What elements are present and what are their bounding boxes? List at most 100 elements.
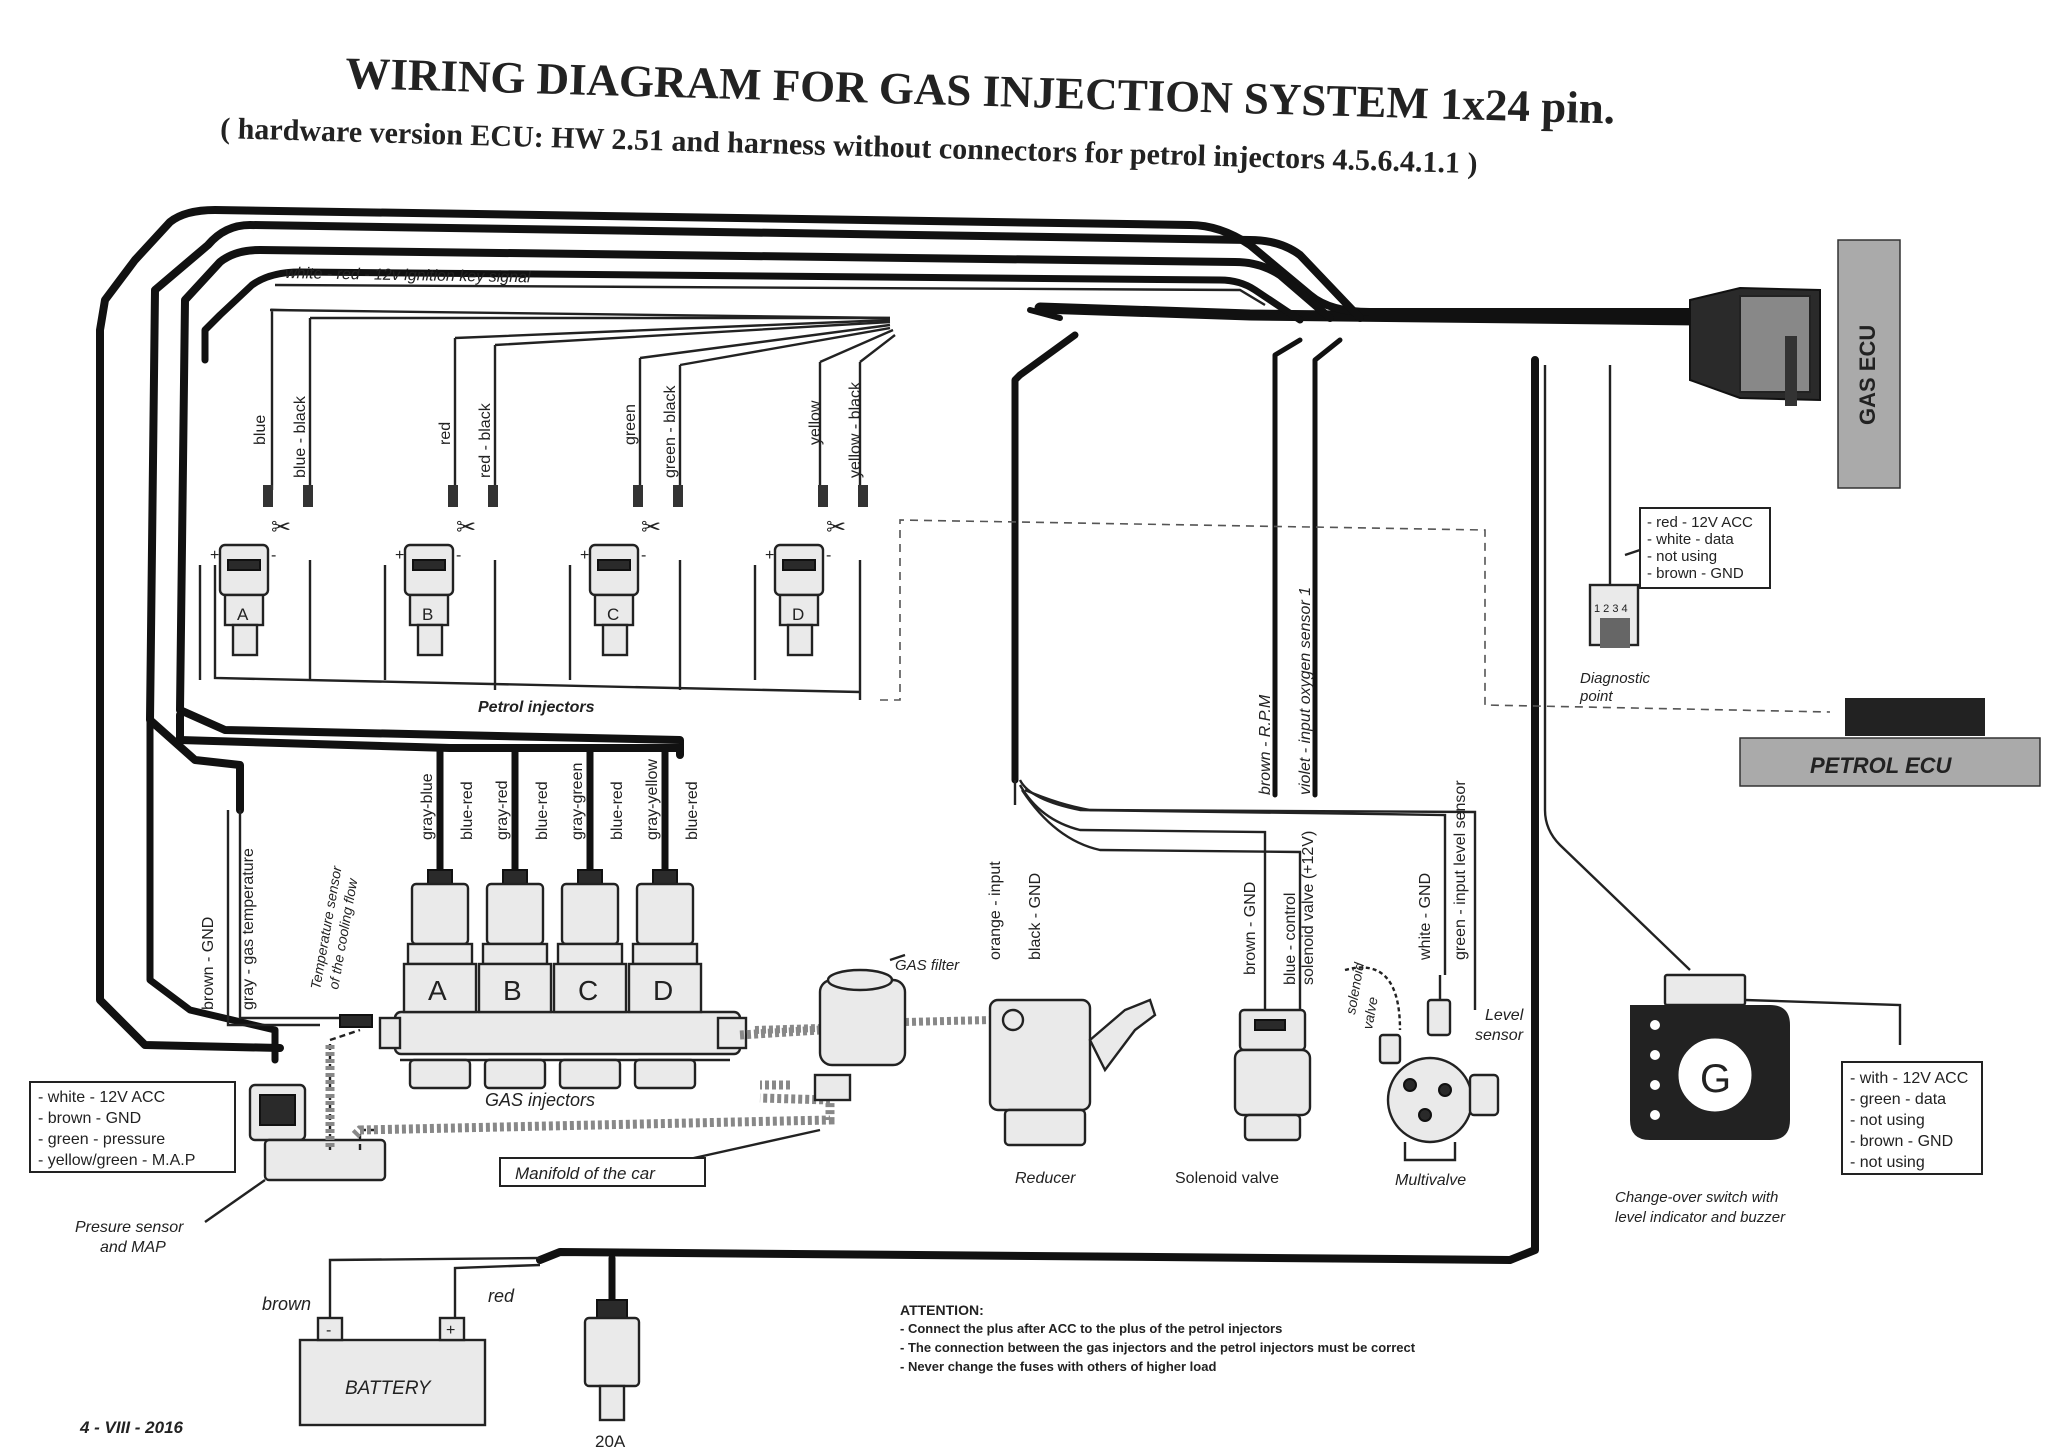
gas-injector-outlet: [408, 1058, 472, 1090]
switch-pin-3: - not using: [1850, 1112, 1925, 1129]
petrol-minus-sign: -: [456, 547, 461, 564]
attention-note: ATTENTION: - Connect the plus after ACC …: [900, 1302, 1416, 1374]
gas-injector-base: [477, 962, 553, 1014]
petrol-ecu-box: [1739, 737, 2041, 787]
gas-injector-plug: [652, 869, 678, 885]
fuse-label: 20A: [595, 1432, 626, 1451]
diagnostic-pin-1: - red - 12V ACC: [1647, 514, 1753, 531]
petrol-connector-plus: [633, 485, 643, 507]
scissors-icon: ✂: [456, 514, 476, 541]
pressure-pin-4: - yellow/green - M.A.P: [38, 1152, 195, 1169]
multivalve-label: Multivalve: [1395, 1172, 1466, 1189]
pressure-pins-box: [29, 1081, 236, 1173]
petrol-connector-plus: [448, 485, 458, 507]
date-stamp: 4 - VIII - 2016: [79, 1418, 184, 1437]
diagnostic-label-2: point: [1579, 688, 1613, 705]
petrol-plus-sign: +: [210, 547, 219, 564]
temp-wire-temp: gray - gas temperature: [240, 848, 257, 1010]
petrol-injector-tip: [231, 623, 259, 657]
petrol-minus-sign: -: [271, 547, 276, 564]
reducer-label: Reducer: [1015, 1170, 1076, 1187]
gas-ecu-label: GAS ECU: [1855, 325, 1880, 425]
pressure-pin-2: - brown - GND: [38, 1110, 141, 1127]
gas-injector-base: [552, 962, 628, 1014]
reducer: orange - input black - GND Reducer: [987, 779, 1477, 1187]
gas-filter: GAS filter: [754, 953, 991, 1067]
gas-wire-a: gray-yellow: [644, 759, 661, 840]
diagnostic-point: 1 2 3 4 Diagnostic point - red - 12V ACC…: [1579, 365, 1771, 705]
battery-wire-minus: brown: [262, 1294, 311, 1314]
gas-injector-coil: [560, 882, 620, 946]
petrol-injector-nozzle: [778, 593, 820, 627]
petrol-connector-minus: [858, 485, 868, 507]
diagnostic-pin-3: - not using: [1647, 548, 1717, 565]
solenoid-wire-ctrl-1: blue - control: [1282, 893, 1299, 986]
gas-wire-b: blue-red: [534, 781, 551, 840]
petrol-injector-tip: [601, 623, 629, 657]
gas-injector-outlet: [558, 1058, 622, 1090]
temperature-sensor: brown - GND gray - gas temperature Tempe…: [200, 810, 373, 1028]
gas-ecu: GAS ECU: [1689, 239, 1901, 489]
petrol-ecu-label: PETROL ECU: [1810, 753, 1953, 778]
solenoid-wire-gnd: brown - GND: [1242, 882, 1259, 975]
petrol-wire-minus: yellow - black: [847, 381, 864, 478]
gas-injector-letter: A: [428, 975, 447, 1006]
gas-wire-b: blue-red: [609, 781, 626, 840]
gas-injector-letter: B: [503, 975, 522, 1006]
petrol-injector-plug: [227, 559, 261, 571]
diagnostic-pin-2: - white - data: [1647, 531, 1734, 548]
gas-injector-plug: [502, 869, 528, 885]
petrol-injector-tip: [786, 623, 814, 657]
diagnostic-pin-4: - brown - GND: [1647, 565, 1744, 582]
multivalve-wire-gnd: white - GND: [1417, 873, 1434, 961]
gas-injector-letter: D: [653, 975, 673, 1006]
switch-label-2: level indicator and buzzer: [1615, 1209, 1786, 1226]
gas-injector-letter: C: [578, 975, 598, 1006]
battery: - + BATTERY brown red: [262, 1256, 541, 1427]
reducer-wire-gnd: black - GND: [1027, 873, 1044, 960]
petrol-injector-nozzle: [593, 593, 635, 627]
petrol-ecu: PETROL ECU: [1739, 698, 2041, 787]
attention-line-1: - Connect the plus after ACC to the plus…: [900, 1321, 1282, 1336]
gas-injectors-caption: GAS injectors: [485, 1090, 595, 1110]
petrol-wire-plus: yellow: [807, 400, 824, 445]
gas-wire-a: gray-green: [569, 763, 586, 840]
level-sensor-label-2: sensor: [1475, 1027, 1524, 1044]
attention-line-2: - The connection between the gas injecto…: [900, 1340, 1416, 1355]
petrol-injector-plug: [597, 559, 631, 571]
switch-pin-5: - not using: [1850, 1154, 1925, 1171]
main-harness: [96, 206, 1706, 1264]
gas-wire-b: blue-red: [684, 781, 701, 840]
petrol-wire-plus: blue: [252, 415, 269, 445]
petrol-wire-minus: red - black: [477, 402, 494, 478]
gas-filter-label: GAS filter: [895, 957, 960, 974]
switch-pins-box: [1841, 1061, 1983, 1175]
attention-heading: ATTENTION:: [900, 1302, 984, 1318]
diagnostic-label-1: Diagnostic: [1580, 670, 1651, 687]
fuse: 20A: [583, 1254, 641, 1451]
gas-injector-coil: [410, 882, 470, 946]
gas-injector-rail: [378, 1010, 748, 1062]
gas-injector-plug: [427, 869, 453, 885]
petrol-injector-letter: B: [422, 605, 433, 624]
gas-injector-coil: [485, 882, 545, 946]
battery-wire-plus: red: [488, 1286, 515, 1306]
gas-injector-collar: [406, 942, 474, 966]
petrol-plus-sign: +: [395, 547, 404, 564]
petrol-wire-minus: blue - black: [292, 395, 309, 478]
battery-minus: -: [326, 1322, 331, 1339]
petrol-connector-minus: [303, 485, 313, 507]
gas-ecu-box: [1837, 239, 1901, 489]
gas-injector-base: [627, 962, 703, 1014]
petrol-injector-wires: [213, 308, 896, 700]
solenoid-wire-ctrl-2: solenoid valve (+12V): [1300, 831, 1317, 985]
petrol-injector-plug: [782, 559, 816, 571]
petrol-injector-plug: [412, 559, 446, 571]
petrol-plus-sign: +: [765, 547, 774, 564]
switch-label-1: Change-over switch with: [1615, 1189, 1778, 1206]
